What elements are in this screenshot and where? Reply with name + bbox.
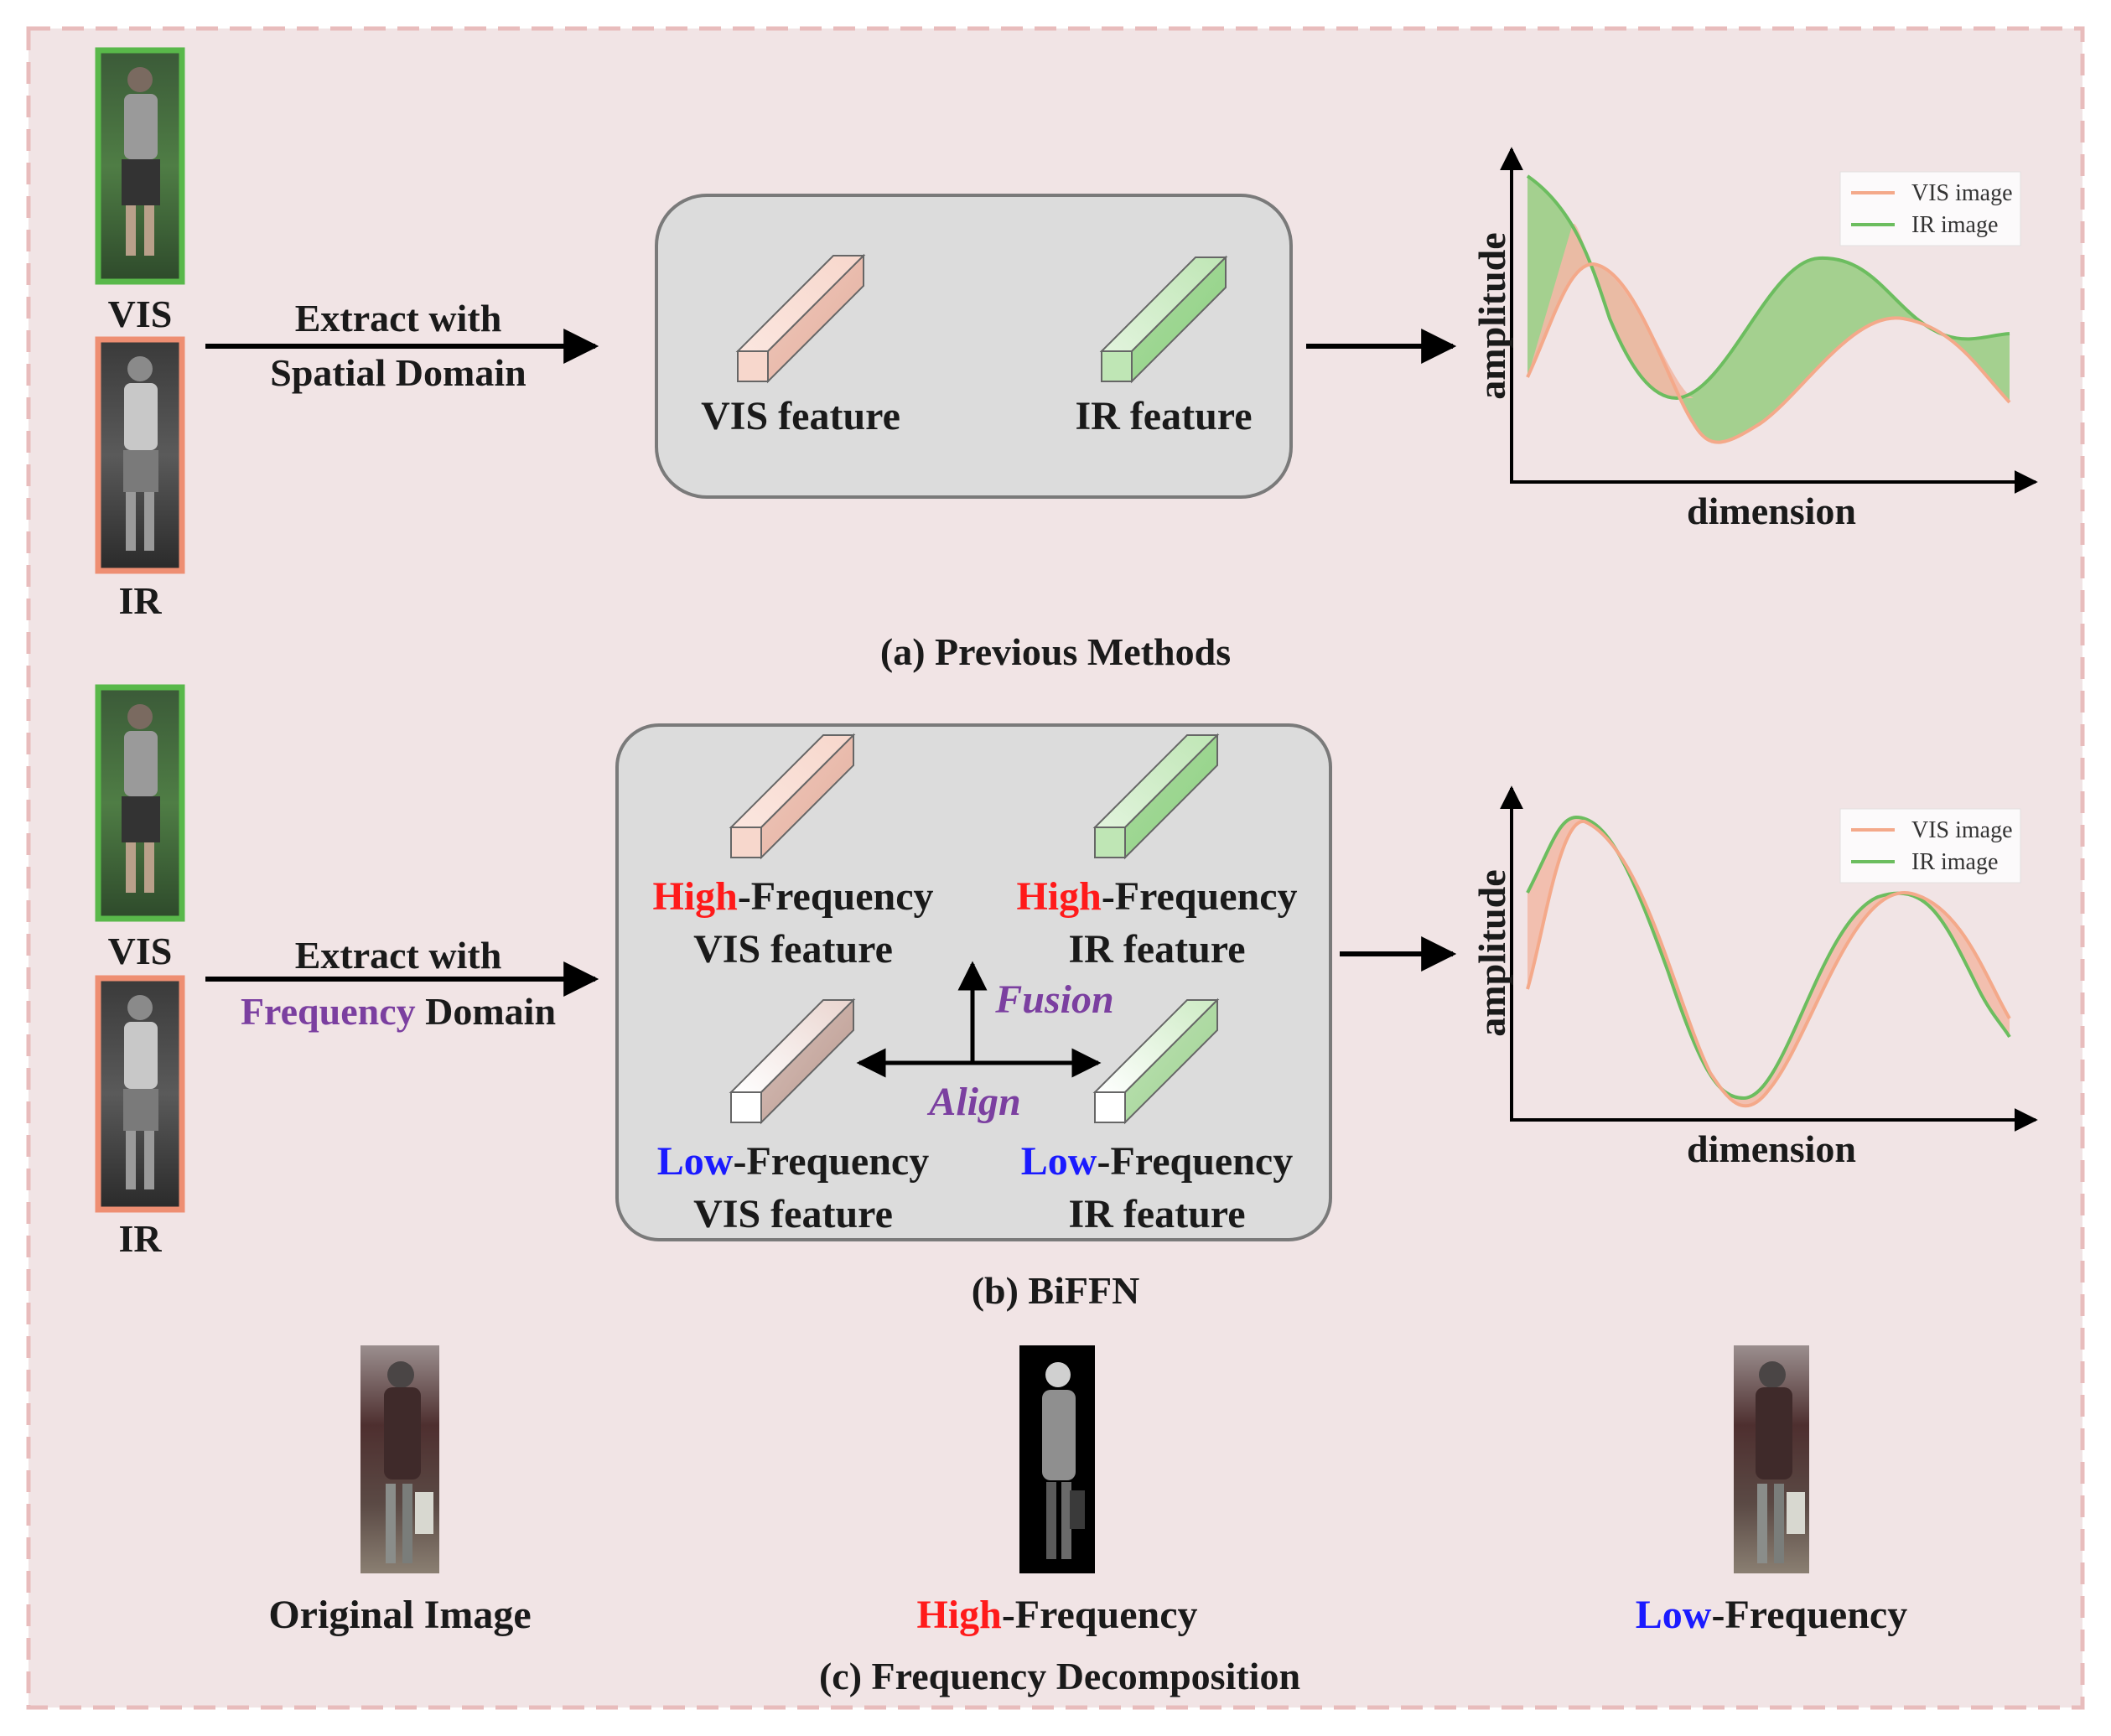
caption-b: (b) BiFFN [972,1269,1140,1312]
low-vis-label-line2: VIS feature [693,1192,893,1236]
high-vis-label-line1: High-Frequency [652,874,933,919]
x-axis-label-b: dimension [1687,1127,1856,1170]
vis-curve-a [1526,262,2011,444]
ir-feature-cube-a [1099,255,1228,384]
vis-curve-b [1526,820,2011,1108]
ir-person-image-b [95,975,185,1213]
amplitude-chart-b: VIS image IR image amplitude dimension [1470,785,2038,1170]
high-word-vis: High [652,874,737,919]
high-vis-label-line2: VIS feature [693,927,893,972]
extract-label-a-line2: Spatial Domain [270,351,526,394]
legend-box-a [1839,171,2021,246]
high-vis-feature-cube [729,733,856,860]
low-ir-feature-cube [1092,998,1220,1125]
legend-ir-label-b: IR image [1911,849,1998,875]
ir-curve-b [1526,815,2011,1101]
original-image-label: Original Image [268,1593,531,1637]
section-a: VIS IR Extract with Spatial Domain VIS f… [95,47,2038,673]
align-label: Align [926,1080,1020,1124]
low-frequency-label: Low-Frequency [1636,1593,1907,1637]
legend-ir-label-a: IR image [1911,212,1998,238]
freq-suffix-low-c: -Frequency [1711,1593,1907,1637]
vis-label-b: VIS [108,930,173,972]
high-ir-feature-cube [1092,733,1220,860]
low-ir-label-line2: IR feature [1068,1192,1245,1236]
y-axis-label-b: amplitude [1470,869,1513,1036]
fusion-label: Fusion [994,977,1113,1022]
ir-person-image-a [95,336,185,574]
legend-vis-label-a: VIS image [1911,180,2013,206]
caption-c: (c) Frequency Decomposition [819,1655,1300,1697]
vis-label-a: VIS [108,293,173,335]
frequency-word: Frequency [241,990,416,1033]
extract-label-b-line1: Extract with [295,934,502,977]
amplitude-chart-a: VIS image IR image amplitude dimension [1470,147,2038,532]
legend-vis-label-b: VIS image [1911,817,2013,843]
low-vis-label-line1: Low-Frequency [657,1139,929,1184]
x-axis-label-a: dimension [1687,490,1856,532]
ir-label-a: IR [118,579,162,622]
high-word-ir: High [1016,874,1101,919]
high-ir-label-line1: High-Frequency [1016,874,1297,919]
section-b: VIS IR Extract with Frequency Domain Hig… [95,684,2038,1312]
low-word-ir: Low [1021,1139,1097,1184]
feature-panel-a [655,194,1293,499]
high-ir-label-line2: IR feature [1068,927,1245,972]
freq-suffix-low-vis: -Frequency [733,1139,929,1184]
original-image-thumbnail [360,1345,439,1573]
low-word-c: Low [1636,1593,1712,1637]
legend-box-b [1839,808,2021,884]
low-vis-feature-cube [729,998,856,1125]
freq-suffix-low-ir: -Frequency [1097,1139,1293,1184]
extract-label-a-line1: Extract with [295,297,502,339]
vis-person-image-a [95,47,185,285]
high-frequency-label: High-Frequency [916,1593,1197,1637]
freq-suffix-high-c: -Frequency [1002,1593,1198,1637]
freq-suffix-high-ir: -Frequency [1102,874,1298,919]
domain-word: Domain [416,990,556,1033]
ir-feature-label-a: IR feature [1075,394,1252,438]
high-word-c: High [916,1593,1001,1637]
freq-suffix-high-vis: -Frequency [738,874,934,919]
low-word-vis: Low [657,1139,734,1184]
high-frequency-thumbnail [1019,1345,1095,1573]
vis-person-image-b [95,684,185,922]
extract-label-b-line2: Frequency Domain [241,990,556,1033]
ir-label-b: IR [118,1217,162,1260]
low-frequency-thumbnail [1734,1345,1809,1573]
vis-feature-cube-a [735,253,866,384]
vis-band-a [1527,223,1693,398]
low-ir-label-line1: Low-Frequency [1021,1139,1293,1184]
y-axis-label-a: amplitude [1470,232,1513,399]
caption-a: (a) Previous Methods [880,630,1231,673]
section-c: Original Image High-Frequency Low-Freque… [268,1345,1907,1697]
vis-feature-label-a: VIS feature [701,394,900,438]
